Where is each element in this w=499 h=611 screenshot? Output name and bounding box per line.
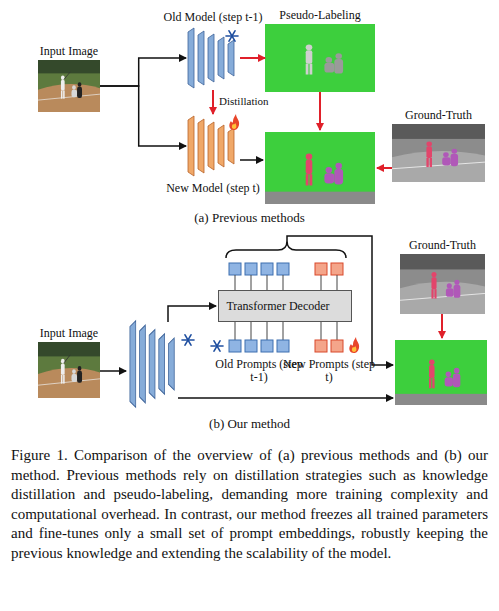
pseudo-arrow [319, 92, 321, 130]
figure-caption: Figure 1. Comparison of the overview of … [11, 446, 488, 563]
panel-label: (a) Previous methods [0, 210, 499, 225]
feature-arrow [168, 306, 216, 322]
trainable-icon [229, 114, 239, 130]
input-photo [38, 60, 100, 112]
gt-arrow [441, 314, 443, 338]
edge-label: Distillation [219, 95, 269, 108]
frozen-icon [211, 341, 223, 351]
node-label: Input Image [40, 326, 98, 340]
frozen-encoder [130, 321, 174, 407]
node-label: Input Image [40, 44, 98, 58]
new-encoder [188, 116, 234, 176]
prompt-tokens [229, 340, 343, 352]
connector [100, 86, 186, 146]
frozen-icon [226, 31, 238, 41]
bracket [226, 241, 346, 258]
node-label: Ground-Truth [409, 238, 476, 252]
input-arrow [100, 370, 126, 372]
connector [240, 57, 265, 59]
prompt-group: Old Prompts (step t-1) [225, 338, 293, 354]
node-label: Ground-Truth [405, 108, 472, 122]
node-label: Pseudo-Labeling [279, 8, 360, 22]
image-node: Input Image [38, 60, 100, 112]
node-label: Old Model (step t-1) [164, 10, 263, 24]
pseudo-label-image [265, 24, 375, 92]
image-node: Pseudo-Labeling [265, 24, 375, 92]
model-block: New Model (step t) [186, 114, 240, 178]
output-tokens [229, 263, 343, 275]
box-text: Transformer Decoder [226, 299, 329, 313]
decoder-box: Transformer Decoder [218, 290, 352, 322]
panel-label: (b) Our method [0, 416, 499, 431]
output-image [395, 340, 487, 405]
ground-truth-image [400, 254, 485, 314]
image-node: Ground-Truth [400, 254, 485, 314]
gt-arrow [377, 167, 392, 169]
output-arrow [240, 159, 263, 161]
node-label: New Model (step t) [166, 181, 260, 195]
frozen-icon [182, 335, 194, 345]
image-node: Input Image [38, 342, 100, 398]
ground-truth-image [392, 124, 485, 182]
node-label: New Prompts (step t) [283, 358, 375, 384]
connector [212, 90, 214, 114]
old-encoder [188, 28, 234, 88]
model-block: Old Model (step t-1) [186, 26, 240, 90]
image-node: Ground-Truth [392, 124, 485, 182]
output-image [265, 132, 375, 204]
trainable-icon [349, 337, 359, 353]
input-photo [38, 342, 100, 398]
feature-arrow [178, 397, 393, 399]
prompt-group: New Prompts (step t) [311, 338, 347, 354]
connector [100, 58, 186, 86]
